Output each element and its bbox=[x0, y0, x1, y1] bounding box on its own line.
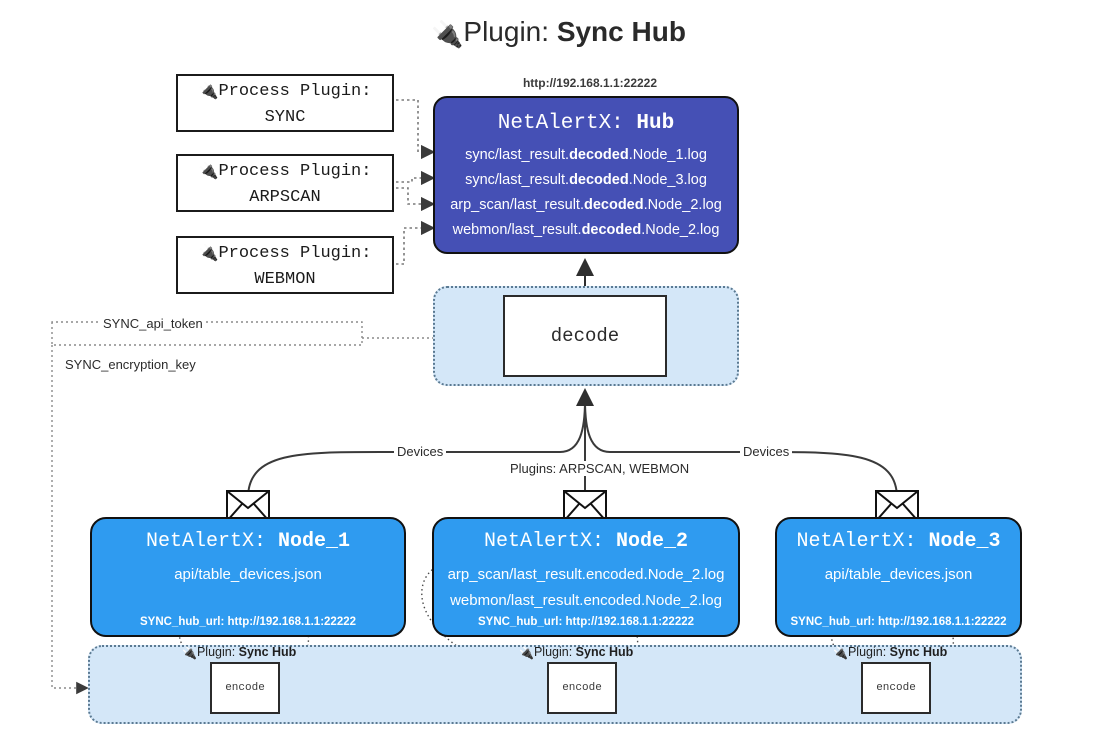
edge-secrets-outline bbox=[51, 321, 363, 346]
encoder-1-label: 🔌Plugin: Sync Hub bbox=[182, 645, 297, 660]
process-plugin-sync-line1: 🔌Process Plugin: bbox=[198, 81, 372, 101]
node-2-footer: SYNC_hub_url: http://192.168.1.1:22222 bbox=[477, 616, 695, 628]
edge-arpscan-to-hub bbox=[396, 187, 436, 212]
encode-box-node-1[interactable]: encode bbox=[210, 662, 280, 714]
decode-box[interactable]: decode bbox=[503, 295, 667, 377]
node-box-node-3[interactable]: NetAlertX: Node_3 api/table_devices.json… bbox=[775, 517, 1022, 637]
node-line: api/table_devices.json bbox=[174, 566, 322, 583]
edge-sync-to-hub bbox=[396, 99, 436, 160]
plug-icon: 🔌 bbox=[519, 646, 534, 660]
process-plugin-webmon-line1: 🔌Process Plugin: bbox=[198, 243, 372, 263]
secret-label-api-token: SYNC_api_token bbox=[100, 316, 206, 331]
node-1-lines: api/table_devices.json bbox=[92, 562, 404, 588]
node-1-title: NetAlertX: Node_1 bbox=[145, 530, 351, 553]
process-plugin-arpscan-line2: ARPSCAN bbox=[249, 188, 321, 207]
edge-webmon-to-hub bbox=[396, 220, 436, 265]
plug-icon: 🔌 bbox=[198, 81, 219, 100]
process-plugin-sync-line2: SYNC bbox=[264, 108, 306, 127]
encoder-2-label: 🔌Plugin: Sync Hub bbox=[519, 645, 634, 660]
secret-label-encryption-key: SYNC_encryption_key bbox=[62, 357, 199, 372]
encoder-3-label: 🔌Plugin: Sync Hub bbox=[833, 645, 948, 660]
envelope-icon bbox=[563, 490, 607, 522]
edge-sync2-to-hub bbox=[396, 170, 436, 186]
node-1-footer: SYNC_hub_url: http://192.168.1.1:22222 bbox=[139, 616, 357, 628]
node-3-title: NetAlertX: Node_3 bbox=[796, 530, 1001, 553]
hub-url-label: http://192.168.1.1:22222 bbox=[522, 76, 658, 90]
page-title-prefix: Plugin: bbox=[463, 16, 550, 47]
hub-title: NetAlertX: Hub bbox=[497, 112, 675, 135]
process-plugin-sync[interactable]: 🔌Process Plugin: SYNC bbox=[176, 74, 394, 132]
encode-box-node-3[interactable]: encode bbox=[861, 662, 931, 714]
page-title: 🔌Plugin: Sync Hub bbox=[0, 16, 1117, 50]
process-plugin-webmon-line2: WEBMON bbox=[254, 270, 316, 289]
node-3-footer: SYNC_hub_url: http://192.168.1.1:22222 bbox=[790, 616, 1007, 628]
envelope-icon bbox=[875, 490, 919, 522]
edge-secrets-to-encoders bbox=[51, 345, 89, 695]
hub-log-line: webmon/last_result.decoded.Node_2.log bbox=[452, 222, 720, 238]
hub-log-line: arp_scan/last_result.decoded.Node_2.log bbox=[450, 197, 722, 213]
process-plugin-webmon[interactable]: 🔌Process Plugin: WEBMON bbox=[176, 236, 394, 294]
page-title-name: Sync Hub bbox=[556, 16, 686, 47]
node-2-lines: arp_scan/last_result.encoded.Node_2.log … bbox=[434, 562, 738, 614]
hub-box[interactable]: NetAlertX: Hub sync/last_result.decoded.… bbox=[433, 96, 739, 254]
plug-icon: 🔌 bbox=[198, 243, 219, 262]
process-plugin-arpscan[interactable]: 🔌Process Plugin: ARPSCAN bbox=[176, 154, 394, 212]
node-2-title: NetAlertX: Node_2 bbox=[483, 530, 689, 553]
edge-label-plugins-center: Plugins: ARPSCAN, WEBMON bbox=[507, 461, 693, 476]
plug-icon: 🔌 bbox=[833, 646, 848, 660]
node-line: arp_scan/last_result.encoded.Node_2.log bbox=[447, 566, 725, 583]
node-line: api/table_devices.json bbox=[824, 566, 973, 583]
hub-log-list: sync/last_result.decoded.Node_1.log sync… bbox=[435, 143, 737, 243]
hub-log-line: sync/last_result.decoded.Node_3.log bbox=[465, 172, 707, 188]
edge-label-devices-left: Devices bbox=[394, 444, 447, 459]
plug-icon: 🔌 bbox=[431, 19, 464, 49]
hub-log-line: sync/last_result.decoded.Node_1.log bbox=[465, 147, 707, 163]
plug-icon: 🔌 bbox=[182, 646, 197, 660]
node-box-node-2[interactable]: NetAlertX: Node_2 arp_scan/last_result.e… bbox=[432, 517, 740, 637]
plug-icon: 🔌 bbox=[198, 161, 219, 180]
node-box-node-1[interactable]: NetAlertX: Node_1 api/table_devices.json… bbox=[90, 517, 406, 637]
edge-label-devices-right: Devices bbox=[740, 444, 793, 459]
encode-box-node-2[interactable]: encode bbox=[547, 662, 617, 714]
node-line: webmon/last_result.encoded.Node_2.log bbox=[450, 592, 722, 609]
node-3-lines: api/table_devices.json bbox=[777, 562, 1020, 588]
process-plugin-arpscan-line1: 🔌Process Plugin: bbox=[198, 161, 372, 181]
